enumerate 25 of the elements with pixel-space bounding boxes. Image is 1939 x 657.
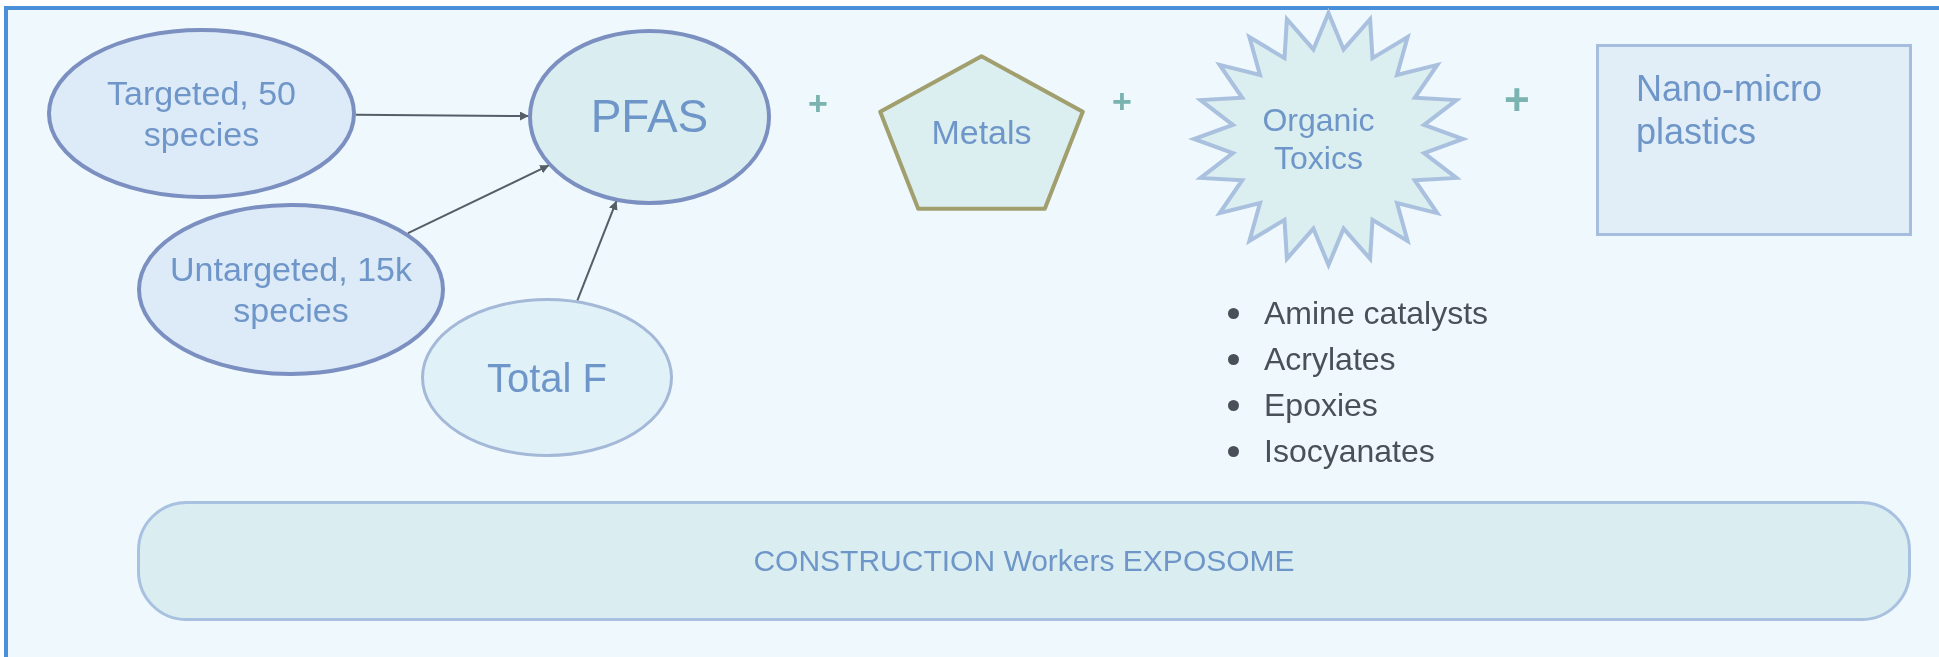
- list-text: Acrylates: [1264, 340, 1396, 379]
- ellipse-node: [421, 298, 673, 457]
- arrow: [407, 164, 550, 235]
- ellipse-node: [137, 203, 445, 376]
- node-label: Total F: [486, 354, 607, 402]
- plus-sign: +: [1504, 78, 1530, 122]
- ellipse-node: [47, 28, 356, 199]
- node-label: PFAS: [590, 89, 709, 145]
- plus-sign: +: [1112, 84, 1132, 118]
- rectangle-node: [1596, 44, 1912, 236]
- arrow: [355, 111, 529, 121]
- plus-sign: +: [808, 86, 828, 120]
- pentagon-node: [876, 53, 1087, 212]
- node-label: Untargeted, 15k species: [169, 248, 413, 331]
- node-label: Metals: [931, 112, 1032, 153]
- node-label: CONSTRUCTION Workers EXPOSOME: [753, 543, 1295, 579]
- node-label: Nano-micro plastics: [1636, 66, 1824, 154]
- rounded-band: [137, 501, 1911, 621]
- node-label: Organic Toxics: [1261, 100, 1376, 178]
- list-text: Isocyanates: [1264, 432, 1435, 471]
- arrow: [576, 200, 618, 302]
- list-text: Amine catalysts: [1264, 294, 1489, 333]
- node-label: Targeted, 50 species: [106, 72, 297, 155]
- ellipse-node: [528, 29, 771, 205]
- list-text: Epoxies: [1264, 386, 1378, 425]
